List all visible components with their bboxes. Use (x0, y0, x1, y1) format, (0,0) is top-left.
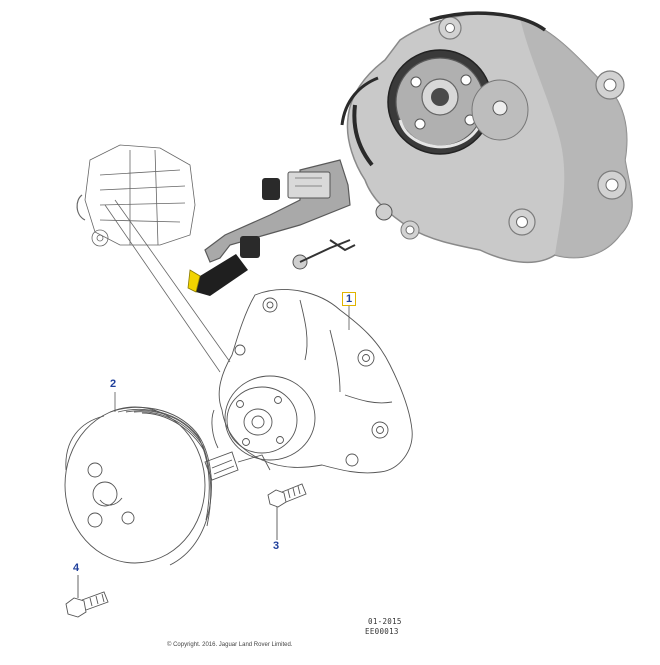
bolt-4-shank (81, 591, 109, 611)
pulley-drawing (64, 406, 212, 566)
engine-pulley (91, 229, 109, 247)
connector (240, 236, 260, 258)
callout-1: 1 (342, 292, 357, 306)
bolt-4-drawing (65, 575, 109, 618)
pulley-center-bore (92, 481, 118, 507)
bolt-3-head (267, 489, 287, 508)
pulley-groove (141, 412, 206, 453)
bolt-3-thread (287, 485, 301, 499)
pulley-groove (197, 435, 210, 521)
pulley-groove (202, 445, 212, 527)
pump-housing-shade (520, 18, 632, 258)
pump-hub-inner (226, 386, 298, 454)
pulley-bolt-hole (87, 462, 103, 478)
location-leader-line (104, 204, 221, 373)
pump-mount (357, 349, 375, 367)
water-pump-photo (187, 11, 633, 296)
pulley-bolt-hole (121, 511, 135, 525)
pump-mount (234, 344, 246, 356)
pump-rib (344, 394, 393, 404)
pump-hub-hole (242, 438, 250, 446)
pump-mount-hole (376, 426, 384, 434)
mount-hole (605, 178, 619, 192)
yellow-tip (187, 269, 201, 293)
connector-tube (196, 254, 248, 296)
pump-body-outline (218, 289, 413, 474)
hose (352, 104, 374, 167)
callout-3: 3 (273, 540, 280, 552)
reference-code: EE00013 (365, 627, 399, 636)
pump-hub-edge (211, 409, 219, 449)
bolt-3-drawing (267, 483, 307, 540)
wire (329, 239, 356, 252)
fitting (375, 203, 393, 221)
pump-hub-hole (236, 400, 244, 408)
pulley-front (64, 406, 206, 564)
pulley-rim-back (109, 406, 212, 566)
engine-outline (84, 144, 196, 246)
pump-line-drawing (204, 289, 413, 481)
hub-bolt-hole (460, 74, 472, 86)
callout-2: 2 (110, 378, 117, 390)
pump-sensor-stub-lines (211, 459, 235, 475)
sensor-ribs (295, 177, 322, 187)
pump-sensor-wire (237, 454, 271, 471)
pulley-groove (117, 409, 199, 437)
sensor-block (287, 171, 331, 199)
pump-hub-hole (274, 396, 282, 404)
bolt-4-thread (89, 593, 105, 607)
pump-mount-hole (266, 301, 274, 309)
callout-4: 4 (73, 562, 80, 574)
engine-pump-marker (76, 194, 86, 221)
pump-hub-bore (251, 415, 265, 429)
pump-rib (329, 329, 341, 393)
pump-mount-hole (362, 354, 370, 362)
engine-details (99, 169, 186, 223)
pump-mount (262, 297, 278, 313)
connector (262, 178, 280, 200)
mount-hole (445, 23, 455, 33)
bolt-3-shank (281, 483, 307, 503)
mount-hole (603, 78, 617, 92)
date-code: 01-2015 (368, 617, 402, 626)
pulley-groove (125, 410, 201, 441)
engine-pulley-hub (96, 234, 104, 242)
hub-bore (431, 88, 449, 106)
hub-bolt-hole (410, 76, 422, 88)
flange-hole (492, 100, 508, 116)
engine-location-sketch (76, 144, 196, 247)
pulley-bolt-hole (87, 512, 103, 528)
mount-hole (405, 225, 415, 235)
wire (299, 239, 351, 263)
pulley-center-shadow (99, 497, 123, 506)
mount-hole (516, 216, 528, 228)
pulley-groove (133, 411, 204, 447)
hose (429, 11, 547, 32)
pump-mount (345, 453, 359, 467)
pump-hub-outer (224, 375, 316, 461)
pulley-edge (65, 415, 105, 471)
bolt-4-head (65, 597, 87, 618)
engine-details (129, 149, 159, 246)
hose (340, 76, 379, 126)
pump-rib (299, 299, 308, 361)
pump-hub-hole (276, 436, 284, 444)
pump-mount (371, 421, 389, 439)
pump-hub-center (243, 408, 273, 436)
location-leader-line (114, 199, 231, 363)
copyright-notice: © Copyright. 2016. Jaguar Land Rover Lim… (167, 642, 293, 648)
hub-bolt-hole (414, 118, 426, 130)
